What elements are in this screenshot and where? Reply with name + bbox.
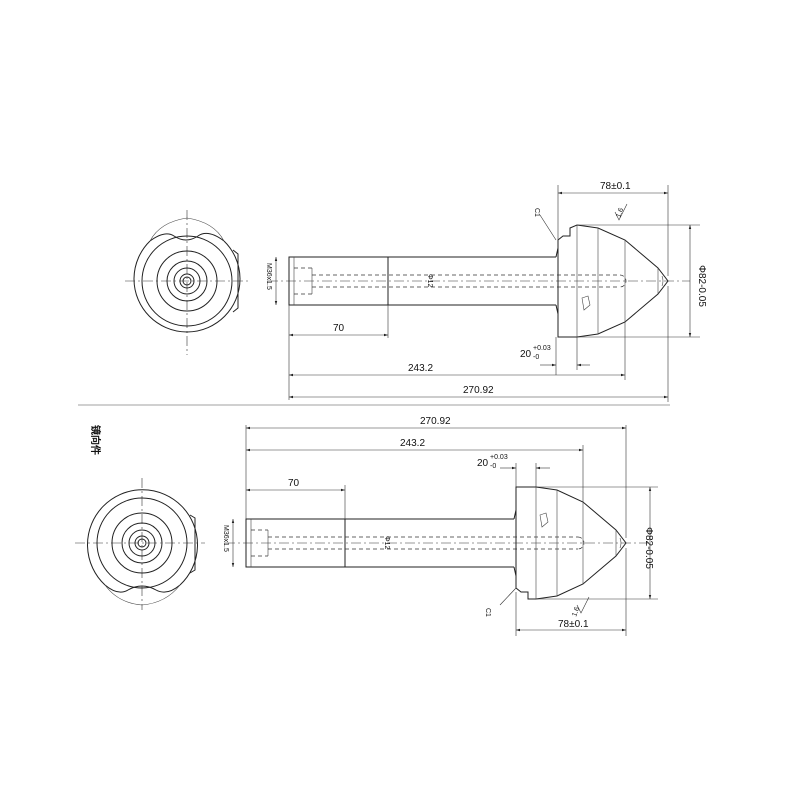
bottom-dim-thread-len: 70 bbox=[288, 478, 300, 489]
bottom-dim-mid: 243.2 bbox=[400, 438, 425, 449]
top-dim-shaft-dia: Φ12 bbox=[426, 274, 433, 287]
bottom-dim-shaft-dia: Φ12 bbox=[383, 536, 390, 549]
top-dim-mid: 243.2 bbox=[408, 363, 433, 374]
top-dim-head-len: 78±0.1 bbox=[600, 181, 631, 192]
bottom-dim-thread: M36x1.5 bbox=[222, 525, 229, 552]
bottom-drawing: 镜向件 bbox=[75, 416, 658, 636]
top-roughness: 1.6 bbox=[615, 207, 625, 219]
bottom-dim-flange-lower: -0 bbox=[490, 463, 496, 470]
top-dim-overall: 270.92 bbox=[463, 385, 494, 396]
bottom-dimensions: 270.92 243.2 20 +0.03 -0 70 M36x1.5 Φ12 bbox=[222, 416, 658, 636]
top-dim-thread: M36x1.5 bbox=[265, 263, 272, 290]
top-side-view bbox=[268, 224, 690, 338]
bottom-dim-flange-base: 20 bbox=[477, 458, 489, 469]
bottom-side-view bbox=[225, 486, 650, 600]
top-dim-head-dia: Φ82-0.05 bbox=[696, 265, 707, 307]
top-dim-flange-lower: -0 bbox=[533, 354, 539, 361]
top-chamfer: C1 bbox=[533, 208, 540, 217]
top-dim-flange-upper: +0.03 bbox=[533, 345, 551, 352]
top-dim-thread-len: 70 bbox=[333, 323, 345, 334]
top-drawing: 78±0.1 Φ82-0.05 M36x1.5 Φ12 70 20 +0.03 … bbox=[125, 181, 707, 402]
bottom-dim-head-dia: Φ82-0.05 bbox=[643, 527, 654, 569]
bottom-dim-flange-upper: +0.03 bbox=[490, 454, 508, 461]
top-end-view bbox=[125, 210, 250, 355]
bottom-roughness: 1.6 bbox=[571, 606, 581, 618]
mirror-part-label: 镜向件 bbox=[89, 425, 102, 455]
top-dimensions: 78±0.1 Φ82-0.05 M36x1.5 Φ12 70 20 +0.03 … bbox=[265, 181, 707, 402]
bottom-dim-overall: 270.92 bbox=[420, 416, 451, 427]
top-dim-flange-base: 20 bbox=[520, 349, 532, 360]
bottom-chamfer: C1 bbox=[484, 608, 491, 617]
bottom-end-view bbox=[75, 478, 205, 610]
bottom-dim-head-len: 78±0.1 bbox=[558, 619, 589, 630]
